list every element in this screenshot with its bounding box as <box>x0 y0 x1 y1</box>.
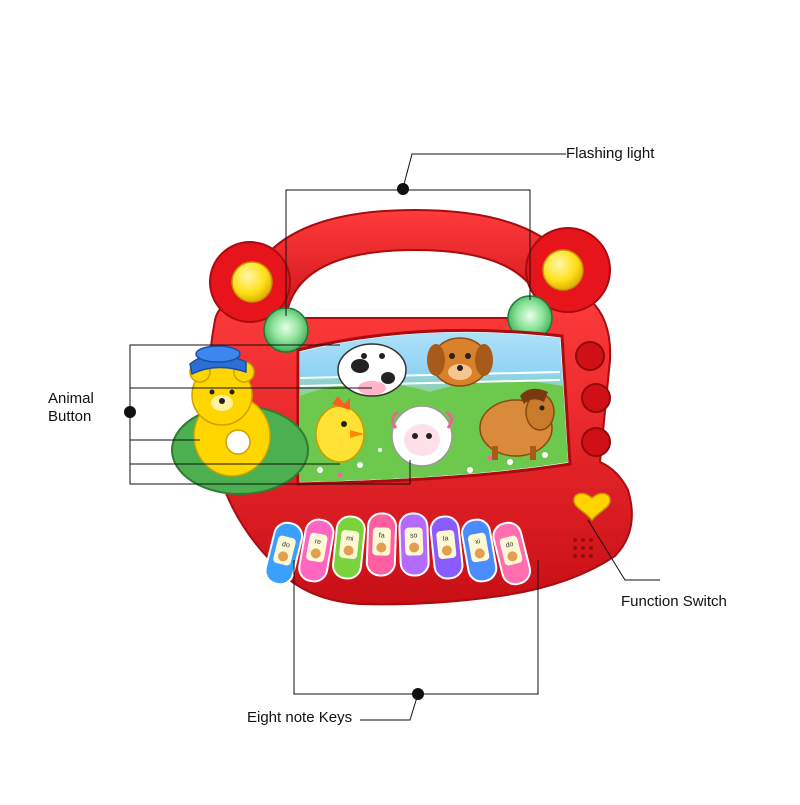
note-key-2[interactable]: re <box>297 518 335 584</box>
note-key-label: so <box>410 532 418 539</box>
animal-face-icon <box>507 551 518 562</box>
label-function-switch: Function Switch <box>621 593 727 610</box>
leader-function-switch <box>587 519 660 581</box>
leader-dots <box>124 183 424 700</box>
note-key-label: mi <box>346 535 355 543</box>
note-key-label: xi <box>475 538 482 546</box>
note-key-5[interactable]: so <box>398 512 430 577</box>
animal-face-icon <box>376 542 387 553</box>
animal-face-icon <box>310 548 321 559</box>
animal-button-bear[interactable] <box>171 345 309 495</box>
note-key-8[interactable]: do <box>491 520 533 587</box>
side-button[interactable] <box>581 427 611 457</box>
dot-flashing-light <box>397 183 409 195</box>
note-key-label: do <box>281 541 290 550</box>
label-animal-button: Animal Button <box>48 390 94 426</box>
note-key-6[interactable]: la <box>429 515 464 580</box>
leader-flashing-light <box>402 153 566 189</box>
function-switch-heart[interactable] <box>573 492 611 522</box>
speaker-holes <box>573 538 593 558</box>
flashing-lights <box>263 295 553 353</box>
dot-animal-button <box>124 406 136 418</box>
yellow-button-left[interactable] <box>231 261 273 303</box>
side-buttons <box>575 341 611 457</box>
note-key-label: fa <box>379 532 385 539</box>
side-button[interactable] <box>581 383 611 413</box>
dot-note-keys <box>412 688 424 700</box>
note-keys: do re mi fa so la xi do <box>263 512 533 587</box>
label-flashing-light: Flashing light <box>566 145 655 162</box>
animal-face-icon <box>441 545 452 556</box>
note-key-4[interactable]: fa <box>365 512 398 577</box>
label-eight-note-keys: Eight note Keys <box>247 709 353 726</box>
animal-face-icon <box>474 548 485 559</box>
note-key-label: la <box>443 535 449 543</box>
note-key-label: re <box>314 538 321 546</box>
note-key-1[interactable]: do <box>263 520 305 587</box>
animal-button-dog[interactable] <box>427 337 493 387</box>
animal-button-chick[interactable] <box>315 396 365 463</box>
leader-animal-button <box>129 344 340 412</box>
label-animal-line1: Animal <box>48 390 94 407</box>
label-animal-line2: Button <box>48 408 92 425</box>
note-key-label: do <box>505 541 514 550</box>
animal-face-icon <box>343 545 354 556</box>
note-key-3[interactable]: mi <box>332 515 366 580</box>
side-button[interactable] <box>575 341 605 371</box>
animal-face-icon <box>278 551 289 562</box>
animal-button-sheep[interactable] <box>391 405 453 467</box>
yellow-button-right[interactable] <box>542 249 584 291</box>
animal-face-icon <box>409 542 420 553</box>
note-key-7[interactable]: xi <box>460 518 498 584</box>
animal-button-horse[interactable] <box>479 388 555 460</box>
